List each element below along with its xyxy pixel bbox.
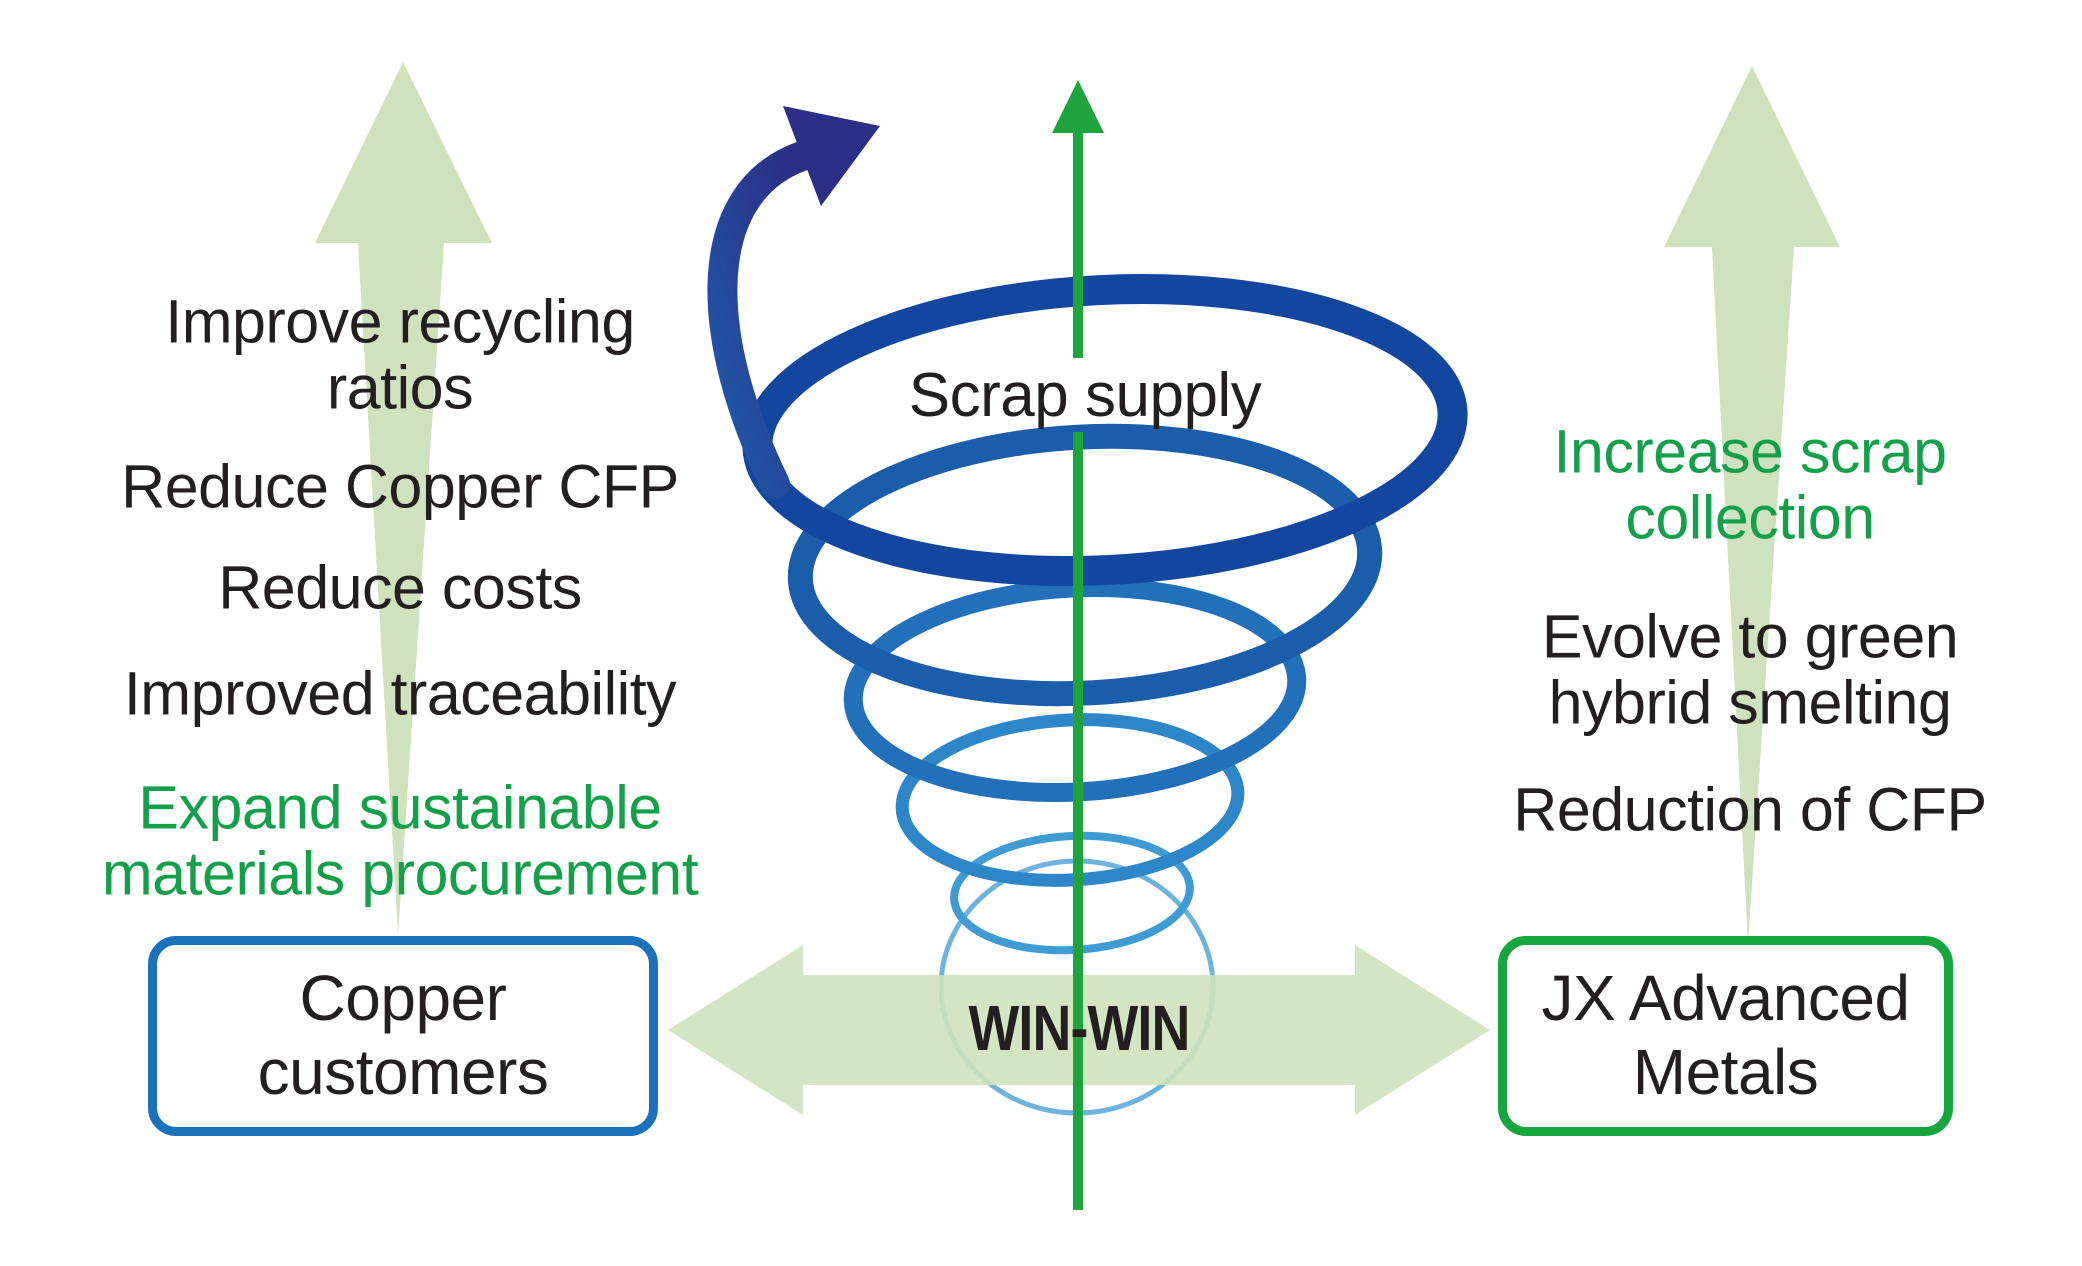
green-axis-arrow-icon xyxy=(1052,80,1104,1210)
right-goal-increase-scrap: Increase scrap xyxy=(1553,417,1947,486)
up-arrow-left xyxy=(315,62,492,935)
left-benefit-improved-traceability: Improved traceability xyxy=(123,659,677,728)
spiral-label: Scrap supply xyxy=(908,361,1262,430)
left-benefit-improve-recycling: Improve recycling xyxy=(165,287,635,356)
right-benefit-hybrid-smelting: hybrid smelting xyxy=(1548,668,1952,737)
left-benefit-reduce-copper-cfp: Reduce Copper CFP xyxy=(121,452,679,521)
jx-advanced-metals-line1: JX Advanced xyxy=(1541,962,1910,1035)
left-goal-materials-procurement: materials procurement xyxy=(101,839,699,908)
copper-customers-box: Copper customers xyxy=(148,936,658,1136)
left-benefit-reduce-costs: Reduce costs xyxy=(218,553,582,622)
copper-customers-line1: Copper xyxy=(299,962,507,1035)
up-arrow-right xyxy=(1664,66,1840,945)
curved-arrow-icon xyxy=(707,106,880,499)
copper-customers-line2: customers xyxy=(257,1036,549,1108)
right-benefit-reduction-of-cfp: Reduction of CFP xyxy=(1513,775,1987,844)
right-benefit-evolve-to-green: Evolve to green xyxy=(1541,602,1959,671)
right-goal-collection: collection xyxy=(1625,483,1875,552)
jx-advanced-metals-line2: Metals xyxy=(1632,1036,1819,1108)
win-win-label: WIN-WIN xyxy=(968,992,1190,1064)
left-benefit-ratios: ratios xyxy=(326,353,474,422)
jx-advanced-metals-box: JX Advanced Metals xyxy=(1498,936,1953,1136)
left-goal-expand-sustainable: Expand sustainable xyxy=(138,773,662,842)
